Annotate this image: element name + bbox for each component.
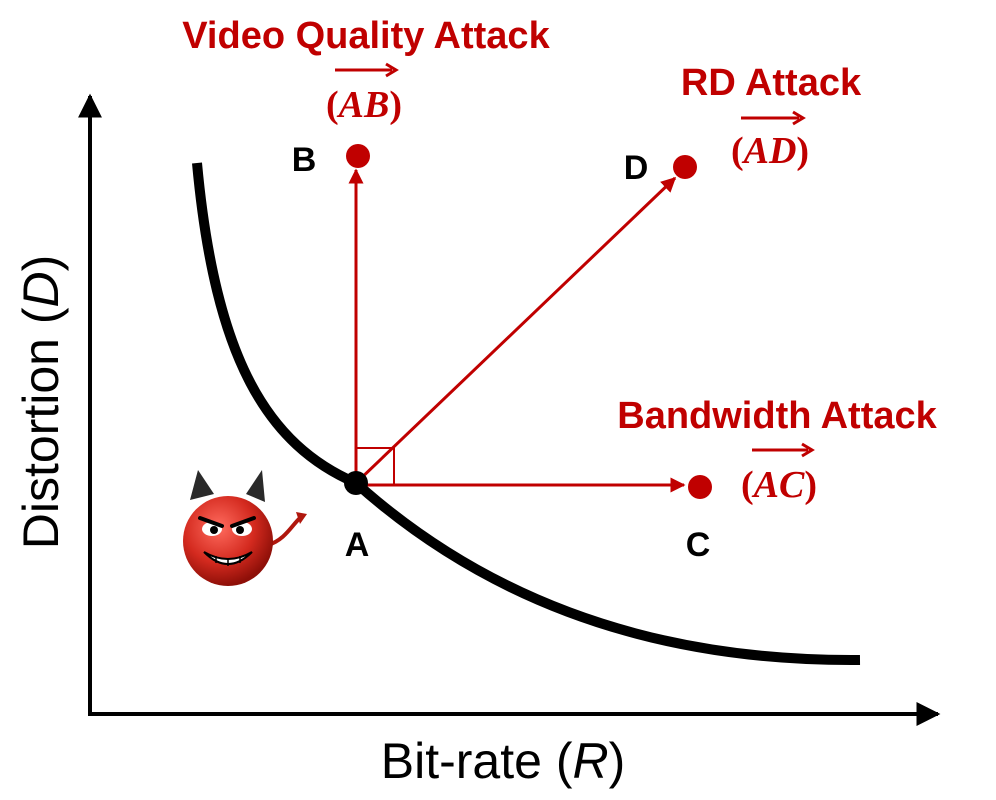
vector-ab-label: (AB) xyxy=(326,62,402,126)
right-angle-marker xyxy=(355,447,395,486)
point-b-marker xyxy=(346,144,370,168)
rd-attack-title: RD Attack xyxy=(681,62,862,104)
vector-ad-label: (AD) xyxy=(731,110,809,172)
point-b-label: B xyxy=(292,141,317,179)
point-d-label: D xyxy=(624,149,649,187)
vector-ac-label: (AC) xyxy=(741,442,817,506)
point-a-marker xyxy=(344,471,368,495)
x-axis-title: Bit-rate (R) xyxy=(381,733,625,789)
point-a-label: A xyxy=(345,526,370,564)
devil-face-icon xyxy=(183,470,307,586)
video-quality-attack-title: Video Quality Attack xyxy=(182,15,550,57)
point-c-marker xyxy=(688,475,712,499)
vector-ad xyxy=(354,176,677,485)
svg-text:(AC): (AC) xyxy=(741,464,817,506)
bandwidth-attack-title: Bandwidth Attack xyxy=(617,395,937,437)
rd-curve xyxy=(192,162,861,666)
svg-text:(AD): (AD) xyxy=(731,130,809,172)
point-c-label: C xyxy=(686,526,711,564)
y-axis-title: Distortion (D) xyxy=(13,255,69,550)
svg-text:(AB): (AB) xyxy=(326,84,402,126)
point-d-marker xyxy=(673,155,697,179)
